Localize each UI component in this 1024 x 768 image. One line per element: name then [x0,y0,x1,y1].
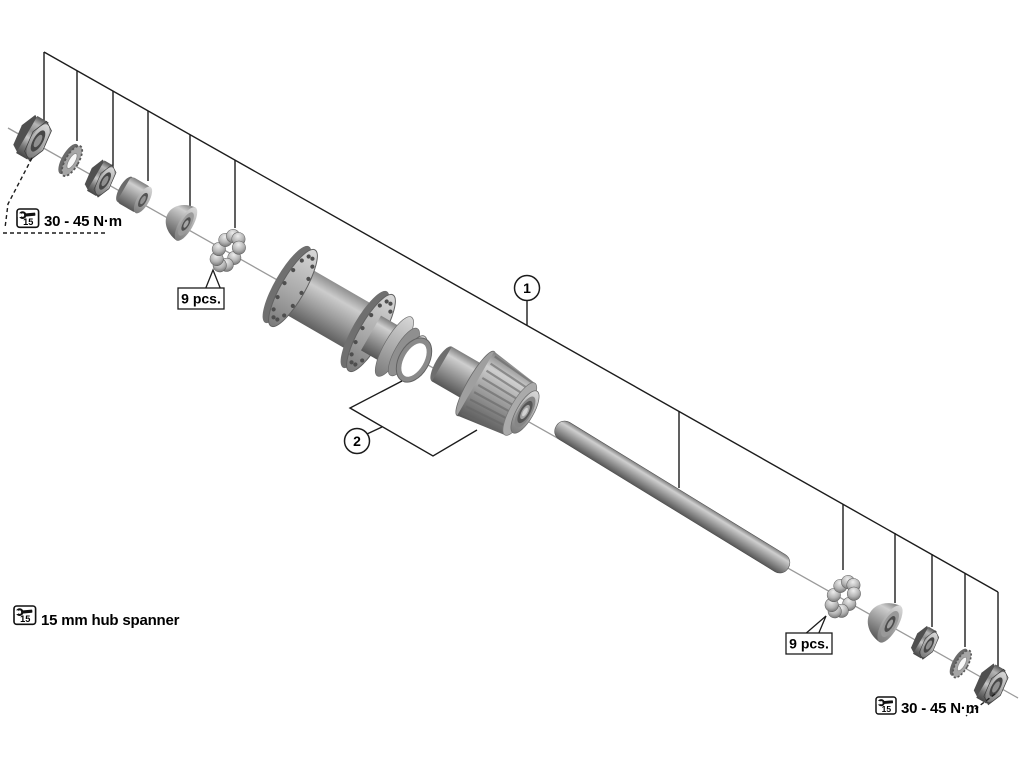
nine-pcs-label-left: 9 pcs. [177,268,225,310]
seal-o-ring [395,337,433,383]
freehub-body [430,346,540,436]
freehub-splines [461,355,534,435]
torque-value-bottom: 30 - 45 N·m [901,700,979,717]
balloon-1-number: 1 [523,280,531,296]
cone-left [165,205,198,241]
nine-pcs-label-right: 9 pcs. [785,615,833,655]
hex-nut-right [907,623,943,663]
axle [554,420,791,574]
nine-pcs-text-right: 9 pcs. [789,636,829,652]
toothed-washer-left [53,140,88,180]
tool-note-text: 15 mm hub spanner [41,612,180,629]
balloon-2-number: 2 [353,433,361,449]
torque-value-top: 30 - 45 N·m [44,213,122,230]
assembly-leader-lines [43,51,999,668]
balloon-2: 2 [343,380,478,457]
spacer-sleeve [116,176,153,214]
hub-flange-left [262,245,322,328]
hex-locknut-left [7,111,57,165]
torque-note-bottom: 30 - 45 N·m [875,693,996,717]
tool-note: 15 mm hub spanner [12,604,180,629]
balloon-1: 1 [513,274,541,325]
hex-nut-left [80,156,121,201]
nine-pcs-text-left: 9 pcs. [181,291,221,307]
toothed-washer-right [945,645,976,681]
cone-right [867,603,903,643]
torque-note-top: 30 - 45 N·m [3,157,122,234]
